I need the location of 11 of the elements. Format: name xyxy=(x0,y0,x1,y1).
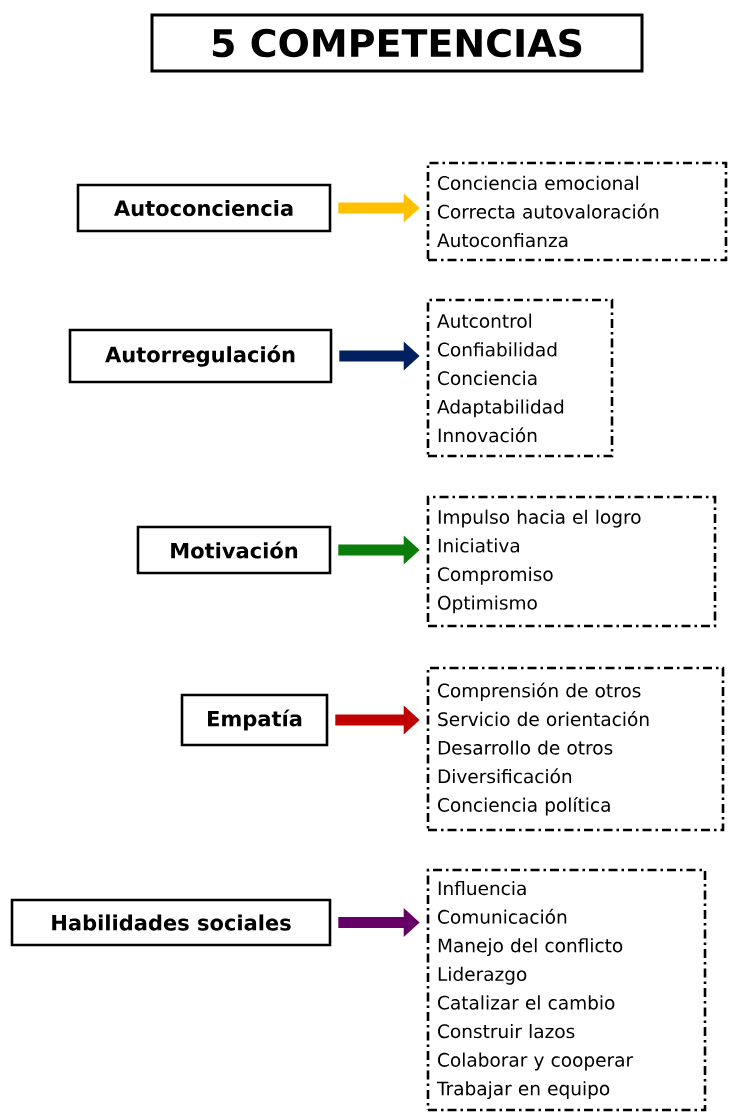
competence-box: Motivación xyxy=(136,525,332,575)
dashed-list-box: Autcontrol Confiabilidad Conciencia Adaptabilidad Innovación xyxy=(426,298,614,458)
dashed-list-box: Impulso hacia el logro Iniciativa Compromiso Optimismo xyxy=(426,495,717,628)
competence-box: Autoconciencia xyxy=(76,183,332,233)
competence-box: Empatía xyxy=(180,693,329,747)
competence-box: Habilidades sociales xyxy=(10,898,332,947)
title-box: 5 COMPETENCIAS xyxy=(150,13,644,73)
dashed-list-box: Comprensión de otros Servicio de orientación Desarrollo de otros Diversificación Conciencia política xyxy=(426,666,725,832)
competence-box: Autorregulación xyxy=(68,328,333,384)
dashed-list-box: Influencia Comunicación Manejo del conflicto Liderazgo Catalizar el cambio Construir lazos Colaborar y cooperar Trabajar en equipo xyxy=(426,868,707,1112)
dashed-list-box: Conciencia emocional Correcta autovaloración Autoconfianza xyxy=(426,161,728,262)
